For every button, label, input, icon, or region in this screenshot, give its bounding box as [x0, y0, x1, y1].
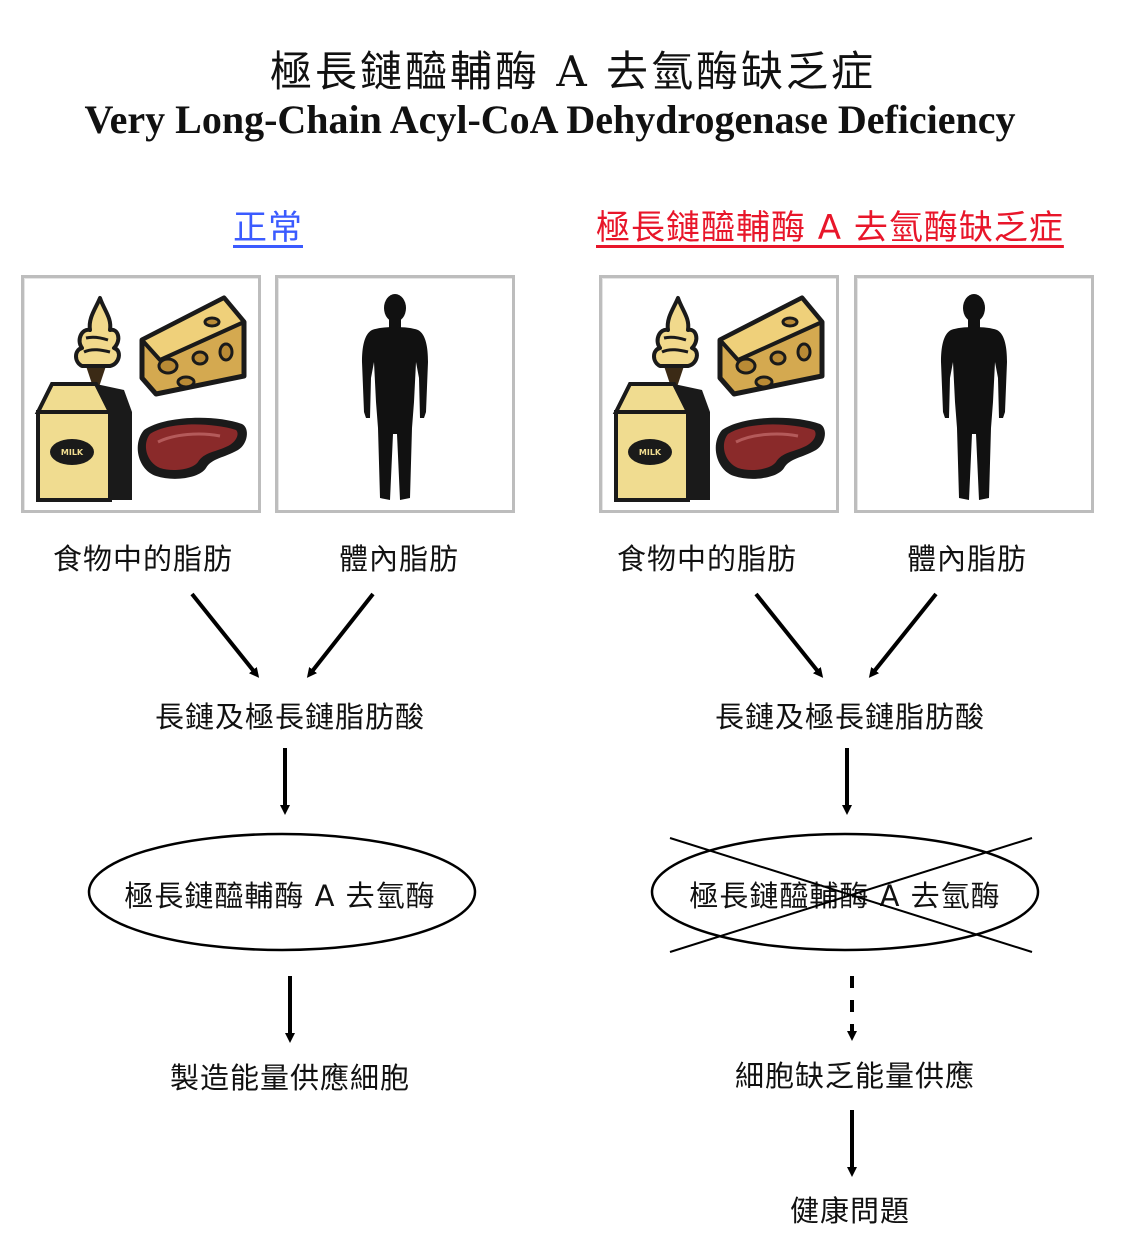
deficient-outcome-label: 健康問題: [789, 1194, 910, 1228]
deficient-fatty-acids-label: 長鏈及極長鏈脂肪酸: [714, 700, 985, 734]
normal-enzyme-label: 極長鏈醯輔酶 A 去氫酶: [124, 879, 436, 913]
normal-food-panel: [21, 275, 261, 513]
enzyme-cross-line: [669, 837, 1033, 953]
deficient-column-heading: 極長鏈醯輔酶 A 去氫酶缺乏症: [596, 208, 1064, 248]
normal-column-heading: 正常: [233, 208, 303, 248]
page-title-zh: 極長鏈醯輔酶 A 去氫酶缺乏症: [269, 47, 877, 96]
enzyme-ellipse: [650, 832, 1040, 952]
normal-body-fat-label: 體內脂肪: [339, 542, 460, 576]
page-title-en: Very Long-Chain Acyl-CoA Dehydrogenase D…: [84, 97, 1016, 142]
normal-body-panel: [275, 275, 515, 513]
arrow: [868, 592, 938, 678]
deficient-result-label: 細胞缺乏能量供應: [734, 1059, 975, 1093]
normal-food-fat-label: 食物中的脂肪: [53, 542, 234, 576]
arrow: [306, 592, 375, 678]
deficient-food-panel: [599, 275, 839, 513]
enzyme-ellipse: [87, 832, 477, 952]
arrow: [754, 592, 824, 678]
normal-result-label: 製造能量供應細胞: [169, 1061, 410, 1095]
deficient-body-fat-label: 體內脂肪: [907, 542, 1028, 576]
deficient-body-panel: [854, 275, 1094, 513]
normal-fatty-acids-label: 長鏈及極長鏈脂肪酸: [154, 700, 425, 734]
arrow: [190, 592, 260, 678]
deficient-food-fat-label: 食物中的脂肪: [617, 542, 798, 576]
